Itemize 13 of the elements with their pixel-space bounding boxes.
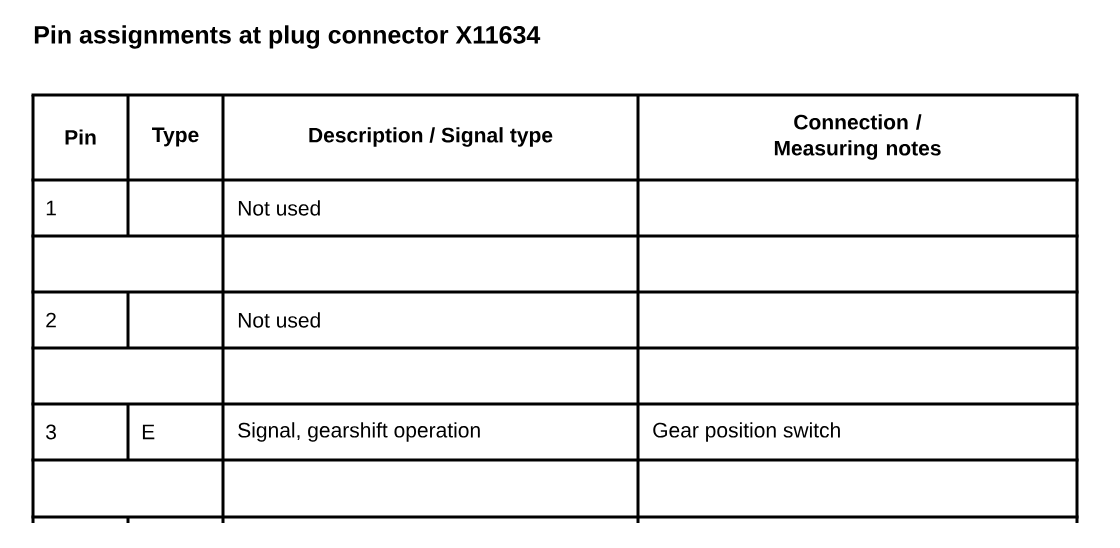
cell-text: Not used bbox=[238, 312, 320, 328]
cell-text: Gear position switch bbox=[653, 422, 840, 442]
column-header: Connection / Measuring notes bbox=[774, 114, 941, 160]
column-header: Type bbox=[152, 127, 199, 147]
cell-text: 2 bbox=[46, 312, 56, 328]
column-header: Pin bbox=[65, 129, 96, 145]
cell-text: Signal, gearshift operation bbox=[238, 422, 480, 442]
title: Pin assignments at plug connector X11634 bbox=[34, 25, 541, 49]
cell-text: Not used bbox=[238, 200, 320, 216]
column-header: Description / Signal type bbox=[309, 127, 553, 147]
cell-text: E bbox=[142, 424, 155, 440]
cell-text: 3 bbox=[46, 424, 56, 440]
cell-text: 1 bbox=[46, 200, 56, 216]
